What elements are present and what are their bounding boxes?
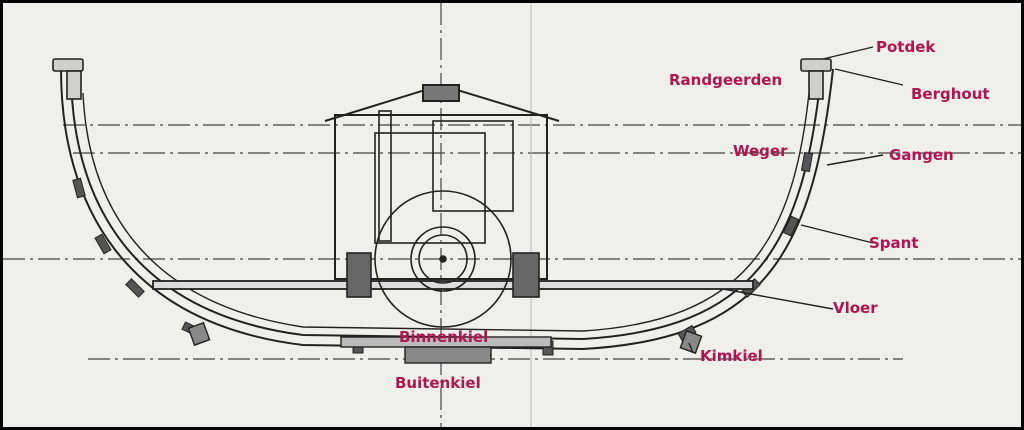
engine — [346, 110, 540, 328]
engine-housing — [324, 83, 560, 280]
guide-lines — [3, 3, 1021, 427]
hull-outer-planking — [60, 68, 834, 351]
gunwale-right — [800, 58, 832, 100]
hull — [60, 68, 834, 351]
bilge-keel-left — [187, 321, 211, 347]
ceiling-weger — [82, 92, 810, 332]
hull-cross-section-drawing — [3, 3, 1021, 427]
keel — [187, 321, 703, 364]
label-randgeerden: Randgeerden — [669, 71, 783, 89]
bilge-keel-right — [679, 329, 703, 355]
label-vloer: Vloer — [833, 299, 878, 317]
label-potdek: Potdek — [876, 38, 936, 56]
leader-lines — [688, 46, 904, 354]
diagram-frame: Potdek Randgeerden Berghout Weger Gangen… — [3, 3, 1021, 427]
flywheel — [374, 190, 512, 328]
label-spant: Spant — [869, 234, 919, 252]
label-buitenkiel: Buitenkiel — [395, 374, 481, 392]
gunwale-left — [52, 58, 84, 100]
label-weger: Weger — [733, 142, 788, 160]
label-binnenkiel: Binnenkiel — [399, 328, 489, 346]
outer-keel — [404, 346, 492, 364]
label-berghout: Berghout — [911, 85, 990, 103]
label-kimkiel: Kimkiel — [700, 347, 763, 365]
floor-vloer — [152, 280, 754, 290]
label-gangen: Gangen — [889, 146, 954, 164]
